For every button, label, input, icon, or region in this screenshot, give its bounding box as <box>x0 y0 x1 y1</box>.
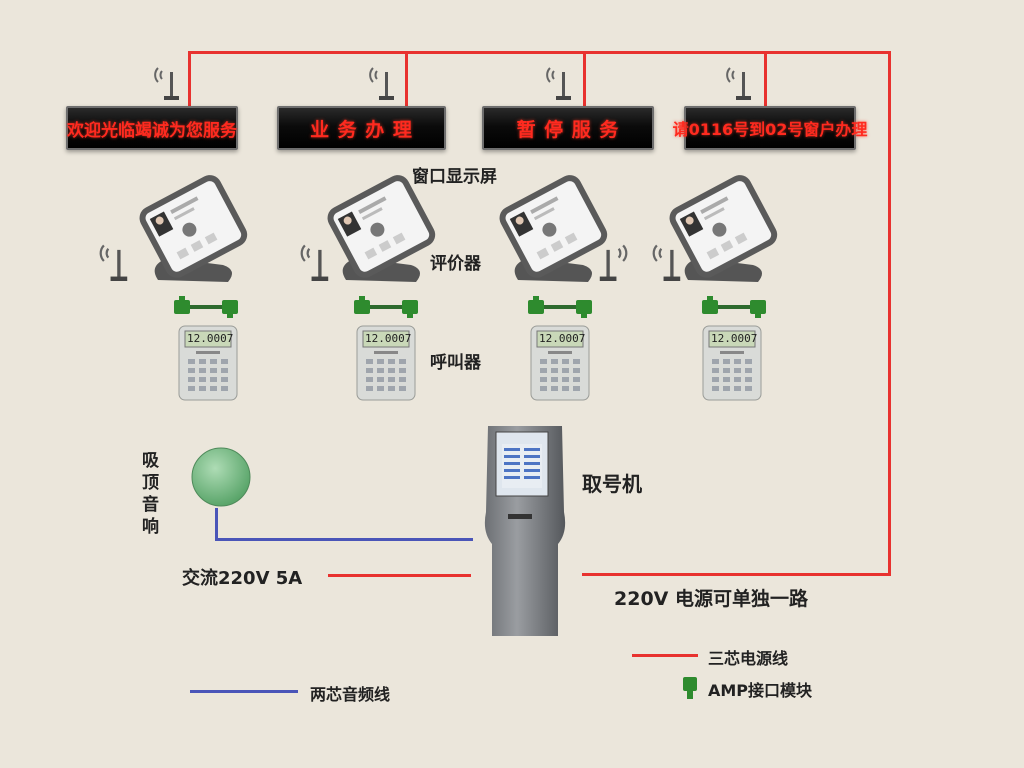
ceiling-speaker-icon <box>191 447 251 507</box>
audio-line-vertical <box>215 508 218 541</box>
amp-interface-module <box>702 296 766 318</box>
amp-interface-module <box>528 296 592 318</box>
caller-device: 12.0007 <box>530 325 590 401</box>
antenna-icon <box>726 67 751 100</box>
antenna-icon <box>99 244 128 281</box>
caller-device: 12.0007 <box>178 325 238 401</box>
window-display-1: 欢迎光临竭诚为您服务 <box>66 106 238 150</box>
caller-device: 12.0007 <box>356 325 416 401</box>
window-display-4: 请0116号到02号窗户办理 <box>673 106 867 150</box>
antenna-icon <box>546 67 571 100</box>
legend-power-line <box>632 654 698 657</box>
legend-amp-label: AMP接口模块 <box>708 681 813 700</box>
window-display-3: 暂 停 服 务 <box>482 106 654 150</box>
power-note-label: 220V 电源可单独一路 <box>614 588 808 610</box>
caller-display-value: 12.0007 <box>711 332 758 345</box>
display-text: 请0116号到02号窗户办理 <box>672 120 868 139</box>
caller-body-icon <box>702 325 762 401</box>
antenna-icon <box>599 244 628 281</box>
display-text: 暂 停 服 务 <box>516 118 620 141</box>
amp-interface-module <box>174 296 238 318</box>
audio-line-horizontal <box>215 538 473 541</box>
caller-display-value: 12.0007 <box>187 332 234 345</box>
power-drop-2 <box>405 51 408 106</box>
amp-interface-module <box>354 296 418 318</box>
legend-audio-label: 两芯音频线 <box>310 685 391 704</box>
evaluator-label: 评价器 <box>430 254 481 274</box>
legend-audio-line <box>190 690 298 693</box>
caller-display-value: 12.0007 <box>539 332 586 345</box>
power-line-bottom <box>582 573 891 576</box>
caller-label: 呼叫器 <box>430 353 481 373</box>
evaluator-device <box>327 175 436 282</box>
caller-display-value: 12.0007 <box>365 332 412 345</box>
power-line-right <box>888 51 891 576</box>
antenna-icon <box>369 67 394 100</box>
ticket-machine-label: 取号机 <box>582 472 642 496</box>
evaluator-device <box>139 175 248 282</box>
caller-device: 12.0007 <box>702 325 762 401</box>
caller-body-icon <box>530 325 590 401</box>
antenna-icon <box>300 244 329 281</box>
power-drop-3 <box>583 51 586 106</box>
amp-module-icon <box>683 677 697 699</box>
evaluator-device <box>669 175 778 282</box>
ac-power-label: 交流220V 5A <box>182 568 303 589</box>
ticket-machine <box>484 426 566 636</box>
caller-body-icon <box>356 325 416 401</box>
antenna-icon <box>154 67 179 100</box>
power-drop-1 <box>188 51 191 106</box>
window-display-label: 窗口显示屏 <box>412 167 497 187</box>
ceiling-speaker-label: 吸顶音响 <box>142 451 159 537</box>
display-text: 欢迎光临竭诚为您服务 <box>67 120 237 141</box>
antenna-icon <box>652 244 681 281</box>
display-text: 业 务 办 理 <box>310 118 413 141</box>
power-drop-4 <box>764 51 767 106</box>
ac-power-line <box>328 574 471 577</box>
evaluator-device <box>499 175 608 282</box>
window-display-2: 业 务 办 理 <box>277 106 446 150</box>
caller-body-icon <box>178 325 238 401</box>
power-line-top <box>188 51 891 54</box>
legend-power-label: 三芯电源线 <box>708 649 789 668</box>
